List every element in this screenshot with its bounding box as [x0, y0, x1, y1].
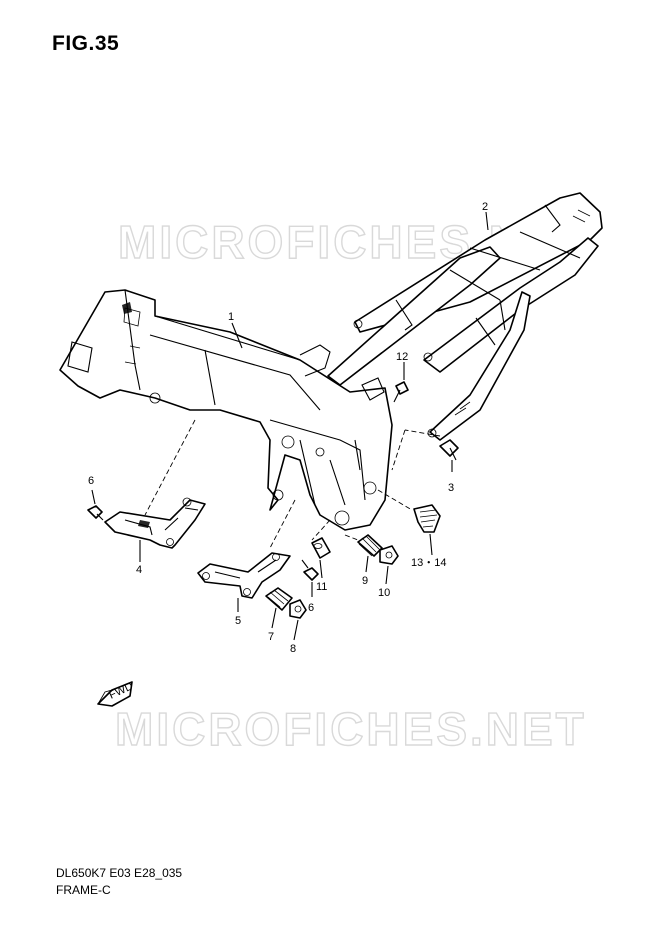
callout-13-14: 13・14 [411, 557, 446, 569]
callout-5: 5 [235, 615, 241, 627]
damper-spring-right [265, 587, 293, 611]
callout-2: 2 [482, 201, 488, 213]
callout-10: 10 [378, 587, 390, 599]
leader-lines [91, 211, 489, 641]
spacer [311, 537, 331, 559]
footrest-bracket-right [197, 552, 291, 599]
bolt-6-left [87, 505, 104, 521]
bolt-6-right [301, 559, 319, 581]
callout-6-left: 6 [88, 475, 94, 487]
callout-9: 9 [362, 575, 368, 587]
callout-6-right: 6 [308, 602, 314, 614]
nut-left [379, 545, 399, 565]
emblem-plate [413, 504, 441, 533]
callout-11: 11 [316, 581, 327, 593]
figure-code: DL650K7 E03 E28_035 [56, 866, 183, 880]
figure-title: FIG.35 [52, 32, 120, 55]
callout-3: 3 [448, 482, 454, 494]
callout-1: 1 [228, 311, 234, 323]
seat-rail-frame [327, 192, 603, 441]
callout-12: 12 [396, 351, 408, 363]
bolt-12 [393, 381, 409, 403]
footrest-bracket-left [104, 497, 206, 549]
nut-right [289, 599, 307, 619]
bolt-3 [439, 439, 459, 461]
watermark-bottom: MICROFICHES.NET [115, 703, 587, 755]
figure-name: FRAME-C [56, 883, 111, 897]
callout-7: 7 [268, 631, 274, 643]
callout-8: 8 [290, 643, 296, 655]
damper-spring-left [357, 534, 383, 557]
main-frame [59, 289, 393, 531]
callout-4: 4 [136, 564, 142, 576]
